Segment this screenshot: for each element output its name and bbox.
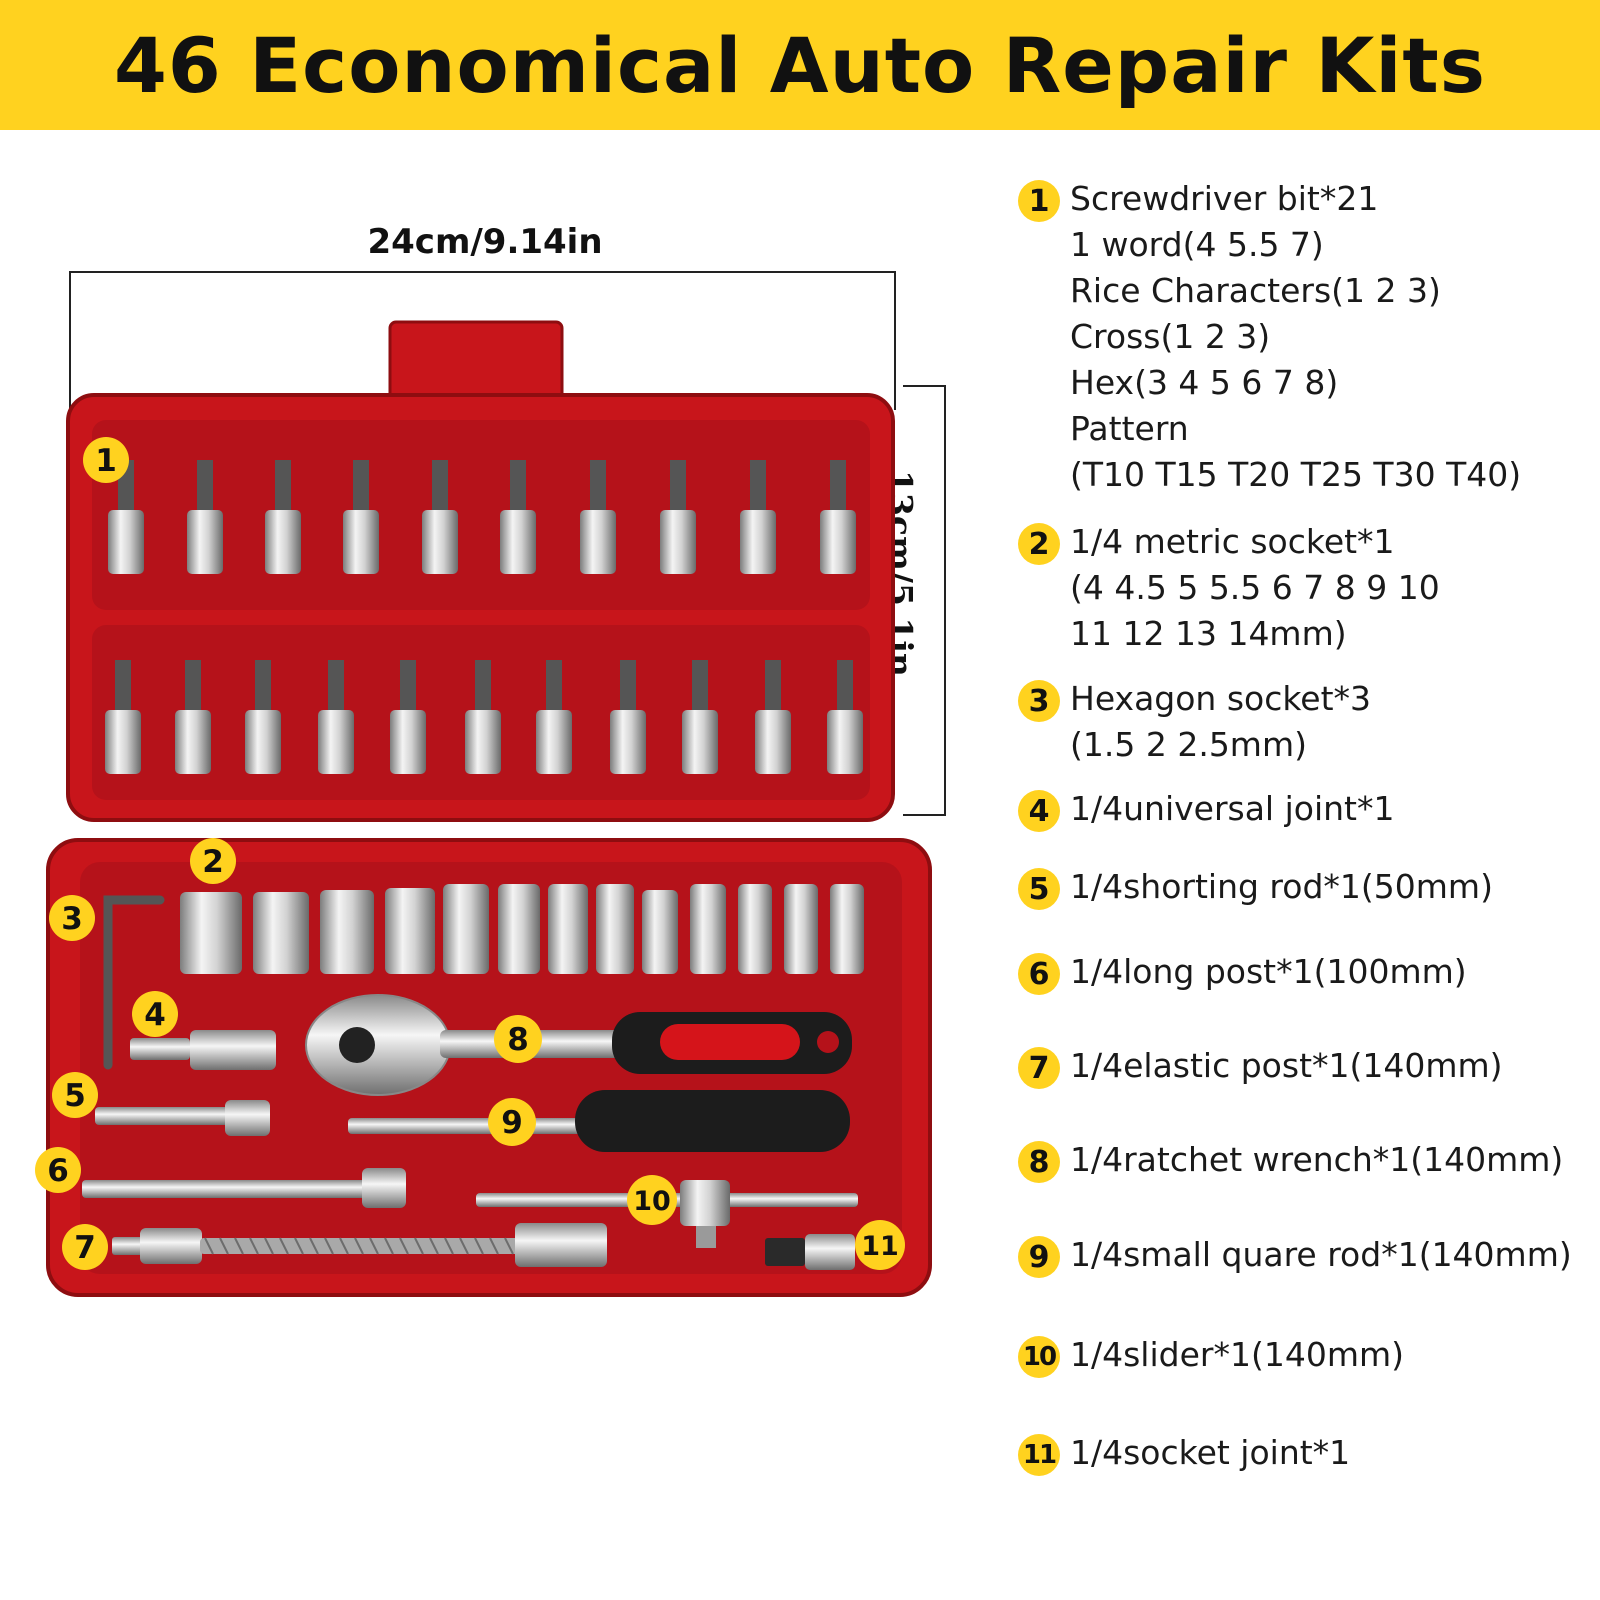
legend-badge: 5 bbox=[1018, 868, 1060, 910]
hex-key bbox=[103, 895, 165, 1070]
legend-line: Hex(3 4 5 6 7 8) bbox=[1070, 363, 1339, 402]
callout-4: 4 bbox=[132, 991, 178, 1037]
callout-8-label: 8 bbox=[507, 1022, 529, 1058]
legend-line: Cross(1 2 3) bbox=[1070, 317, 1271, 356]
socket-joint bbox=[765, 1234, 855, 1270]
legend-line: Rice Characters(1 2 3) bbox=[1070, 271, 1441, 310]
legend-line: 1/4long post*1(100mm) bbox=[1070, 952, 1467, 991]
callout-11: 11 bbox=[855, 1220, 905, 1270]
legend-line: Hexagon socket*3 bbox=[1070, 679, 1372, 718]
legend-badge: 6 bbox=[1018, 953, 1060, 995]
legend-line: Screwdriver bit*21 bbox=[1070, 179, 1379, 218]
callout-7: 7 bbox=[62, 1224, 108, 1270]
callout-1: 1 bbox=[83, 437, 129, 483]
height-bracket bbox=[903, 385, 946, 816]
legend-item: 9 1/4small quare rod*1(140mm) bbox=[1018, 1235, 1572, 1278]
legend-badge: 10 bbox=[1018, 1336, 1060, 1378]
legend-badge: 1 bbox=[1018, 180, 1060, 222]
elastic-post bbox=[112, 1223, 607, 1267]
page-title: 46 Economical Auto Repair Kits bbox=[114, 20, 1486, 110]
legend-badge: 2 bbox=[1018, 523, 1060, 565]
legend-line: 1/4shorting rod*1(50mm) bbox=[1070, 867, 1493, 906]
callout-9: 9 bbox=[488, 1098, 536, 1146]
callout-2: 2 bbox=[190, 838, 236, 884]
legend-line: 11 12 13 14mm) bbox=[1070, 614, 1347, 653]
legend-line: 1/4ratchet wrench*1(140mm) bbox=[1070, 1140, 1564, 1179]
bits-row-bottom bbox=[105, 660, 863, 774]
callout-6-label: 6 bbox=[47, 1153, 69, 1189]
legend-item: 10 1/4slider*1(140mm) bbox=[1018, 1335, 1404, 1378]
callout-11-label: 11 bbox=[861, 1231, 899, 1262]
callout-7-label: 7 bbox=[74, 1230, 96, 1266]
width-bracket bbox=[69, 271, 896, 420]
callout-2-label: 2 bbox=[202, 844, 224, 880]
legend-item: 4 1/4universal joint*1 bbox=[1018, 789, 1394, 832]
legend-item: 1 Screwdriver bit*21 1 word(4 5.5 7) Ric… bbox=[1018, 179, 1522, 498]
width-dimension-label: 24cm/9.14in bbox=[367, 222, 603, 262]
legend-item: 2 1/4 metric socket*1 (4 4.5 5 5.5 6 7 8… bbox=[1018, 522, 1440, 657]
legend-line: (4 4.5 5 5.5 6 7 8 9 10 bbox=[1070, 568, 1440, 607]
metric-sockets bbox=[180, 884, 864, 974]
callout-4-label: 4 bbox=[144, 997, 166, 1033]
callout-3: 3 bbox=[49, 895, 95, 941]
legend-badge: 4 bbox=[1018, 790, 1060, 832]
callout-5: 5 bbox=[52, 1072, 98, 1118]
universal-joint bbox=[130, 1030, 276, 1070]
legend-item: 11 1/4socket joint*1 bbox=[1018, 1433, 1350, 1476]
legend-badge: 3 bbox=[1018, 680, 1060, 722]
legend-line: 1/4elastic post*1(140mm) bbox=[1070, 1046, 1503, 1085]
legend-line: (1.5 2 2.5mm) bbox=[1070, 725, 1307, 764]
legend-line: (T10 T15 T20 T25 T30 T40) bbox=[1070, 455, 1522, 494]
legend-badge: 8 bbox=[1018, 1141, 1060, 1183]
legend-badge: 11 bbox=[1018, 1434, 1060, 1476]
title-banner: 46 Economical Auto Repair Kits bbox=[0, 0, 1600, 130]
long-post bbox=[82, 1168, 406, 1208]
legend-line: 1/4universal joint*1 bbox=[1070, 789, 1395, 828]
callout-8: 8 bbox=[494, 1015, 542, 1063]
legend-item: 7 1/4elastic post*1(140mm) bbox=[1018, 1046, 1503, 1089]
legend-badge: 7 bbox=[1018, 1047, 1060, 1089]
callout-5-label: 5 bbox=[64, 1078, 86, 1114]
legend-line: 1/4 metric socket*1 bbox=[1070, 522, 1395, 561]
legend-item: 8 1/4ratchet wrench*1(140mm) bbox=[1018, 1140, 1563, 1183]
legend-line: 1/4slider*1(140mm) bbox=[1070, 1335, 1404, 1374]
tool-kit-photo: 1 2 3 4 5 6 7 8 9 10 11 bbox=[35, 271, 946, 1297]
legend-item: 3 Hexagon socket*3 (1.5 2 2.5mm) bbox=[1018, 679, 1371, 768]
shorting-rod bbox=[95, 1100, 270, 1136]
callout-1-label: 1 bbox=[95, 443, 117, 479]
callout-3-label: 3 bbox=[61, 901, 83, 937]
callout-10-label: 10 bbox=[633, 1186, 671, 1217]
legend-line: 1/4socket joint*1 bbox=[1070, 1433, 1351, 1472]
legend-item: 6 1/4long post*1(100mm) bbox=[1018, 952, 1467, 995]
parts-legend: 1 Screwdriver bit*21 1 word(4 5.5 7) Ric… bbox=[1018, 0, 1598, 1600]
legend-line: 1/4small quare rod*1(140mm) bbox=[1070, 1235, 1572, 1274]
legend-line: 1 word(4 5.5 7) bbox=[1070, 225, 1324, 264]
legend-badge: 9 bbox=[1018, 1236, 1060, 1278]
callout-9-label: 9 bbox=[501, 1105, 523, 1141]
callout-6: 6 bbox=[35, 1147, 81, 1193]
callout-10: 10 bbox=[627, 1175, 677, 1225]
legend-line: Pattern bbox=[1070, 409, 1189, 448]
legend-item: 5 1/4shorting rod*1(50mm) bbox=[1018, 867, 1493, 910]
